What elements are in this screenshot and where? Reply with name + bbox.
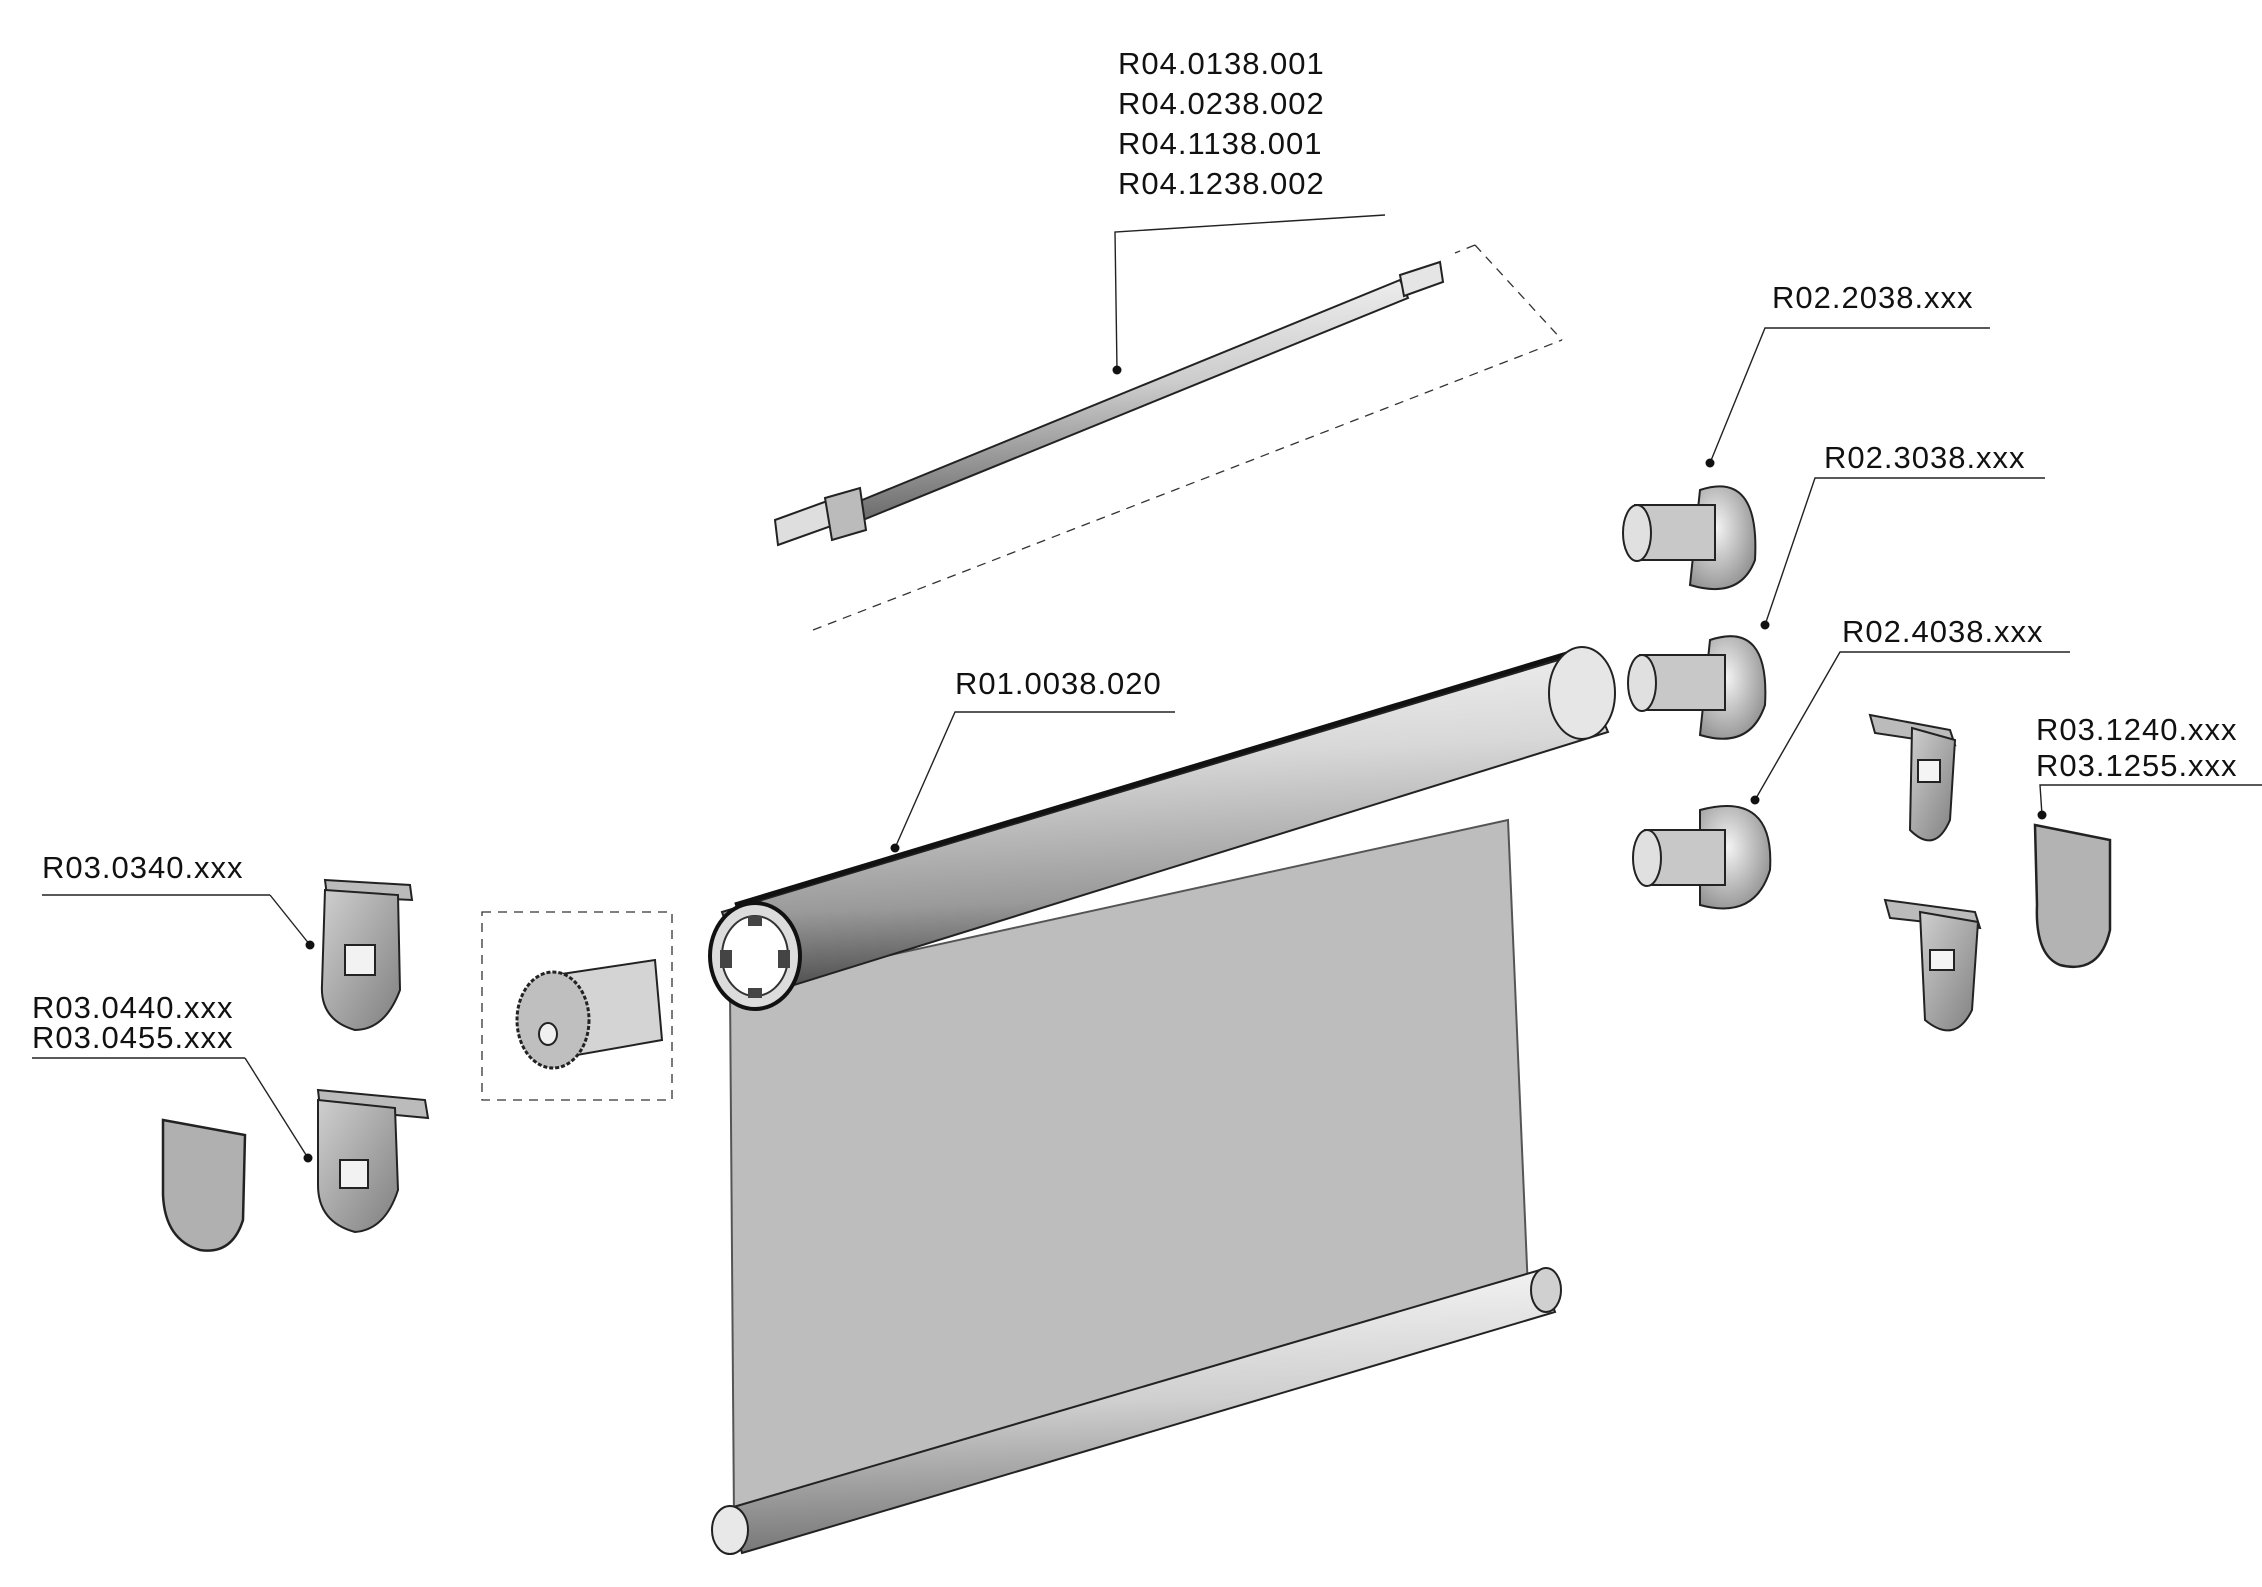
label-bracket-right-1: R03.1240.xxx [2036,712,2238,747]
end-cap-left [161,1118,247,1252]
label-bracket-right-2: R03.1255.xxx [2036,748,2238,783]
bottom-bar [711,1267,1562,1555]
label-shaft-3: R04.1138.001 [1118,126,1322,161]
label-clutch-3: R02.4038.xxx [1842,614,2044,649]
label-bracket-left-top: R03.0340.xxx [42,850,244,885]
label-bracket-left-bottom-1: R03.0440.xxx [32,990,234,1025]
shaft-guide-box [812,244,1563,631]
end-plug-guide-box [481,911,673,1101]
label-shaft-2: R04.0238.002 [1118,86,1325,121]
roller-shaft [773,260,1445,547]
bracket-left-upper [320,878,414,1032]
clutch-2 [1627,635,1767,740]
label-clutch-1: R02.2038.xxx [1772,280,1974,315]
bracket-right-lower [1883,898,1982,1032]
clutch-1 [1622,485,1757,591]
label-bracket-left-bottom-2: R03.0455.xxx [32,1020,234,1055]
bracket-right-upper [1868,713,1957,842]
label-clutch-2: R02.3038.xxx [1824,440,2026,475]
end-plug [515,958,664,1070]
clutch-3 [1632,805,1772,910]
label-shaft-4: R04.1238.002 [1118,166,1325,201]
leader-lines [32,214,2262,1163]
bracket-left-lower [316,1088,430,1234]
label-tube: R01.0038.020 [955,666,1162,701]
end-cap-right [2033,823,2112,968]
roller-tube [708,646,1616,1011]
label-shaft-1: R04.0138.001 [1118,46,1325,81]
